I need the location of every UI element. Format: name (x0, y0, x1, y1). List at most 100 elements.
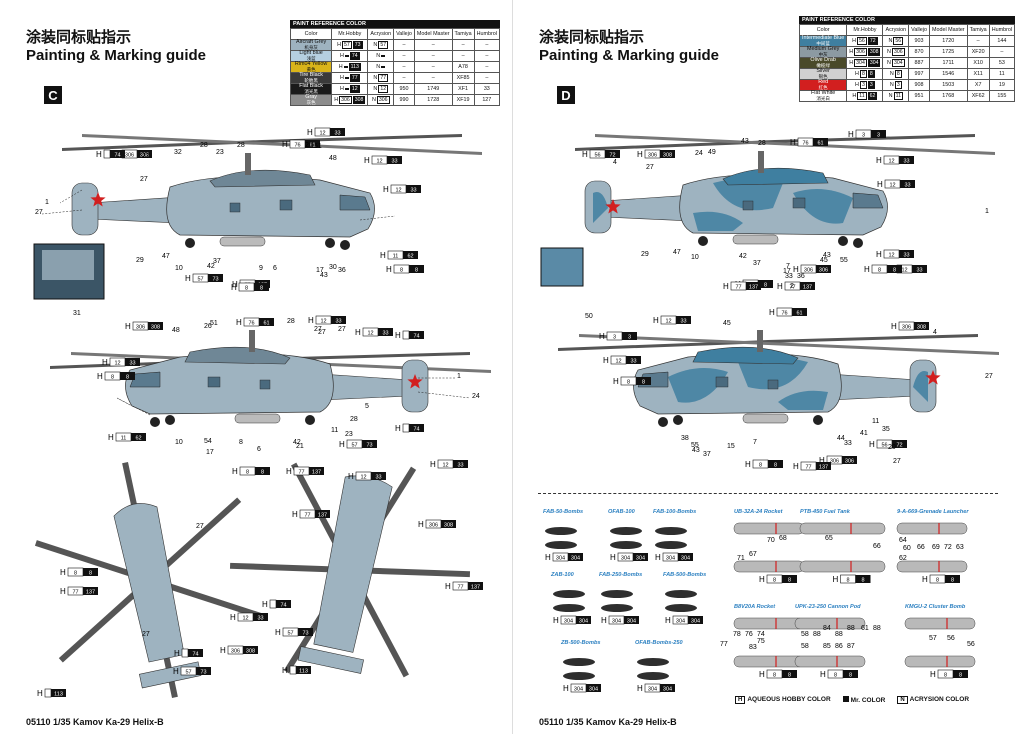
callout-code: 33 (904, 183, 910, 189)
callout-prefix: H (876, 250, 882, 259)
callout-prefix: H (833, 575, 839, 584)
callout-prefix: H (769, 308, 775, 317)
part-number: 47 (162, 253, 170, 260)
callout-code: 308 (663, 153, 672, 159)
callout-prefix: H (653, 316, 659, 325)
callout-code: 33 (129, 361, 135, 367)
window (279, 199, 293, 211)
pod-icon (896, 522, 968, 535)
part-number: 27 (196, 523, 204, 530)
callout-box-dark (912, 265, 927, 273)
callout-box-dark (871, 130, 886, 138)
callout-prefix: H (230, 613, 236, 622)
part-number: 51 (314, 143, 322, 150)
rotor-blade (58, 577, 153, 663)
part-number: 7 (786, 263, 790, 270)
callout-code: 8 (774, 463, 777, 469)
callout-prefix: H (125, 322, 131, 331)
part-number: 26 (204, 323, 212, 330)
weapon-label: OFAB-100 (608, 509, 635, 515)
color-name-cn: 轮胎黑 (304, 77, 318, 83)
callout-code: 8 (400, 268, 403, 274)
bomb-icon (610, 541, 642, 549)
rotor-mast (249, 330, 255, 352)
callout-code: 304 (681, 556, 690, 562)
bomb-icon (637, 672, 669, 680)
callout-prefix: H (723, 282, 729, 291)
callout-code: 77 (805, 465, 811, 471)
callout-prefix: H (637, 150, 643, 159)
rotor-mast (758, 151, 764, 173)
part-number: 17 (316, 267, 324, 274)
bomb-icon (637, 658, 669, 666)
callout-code: 77 (735, 285, 741, 291)
callout-prefix: H (348, 472, 354, 481)
part-number: 5 (365, 403, 369, 410)
weapon-label: FAB-50-Bombs (543, 509, 584, 515)
callout-prefix: H (364, 156, 370, 165)
helicopter-side-view (71, 153, 375, 250)
wheel (853, 238, 863, 248)
callout-box-dark (371, 472, 386, 480)
callout-prefix: H (891, 322, 897, 331)
square-icon (842, 696, 849, 702)
bomb-icon (655, 541, 687, 549)
callout-code: 8 (261, 470, 264, 476)
wheel (165, 415, 175, 425)
callout-code: 33 (680, 319, 686, 325)
part-number: 10 (691, 254, 699, 261)
modelmaster-code: 1728 (413, 93, 453, 106)
part-number: 21 (296, 443, 304, 450)
part-number: 26 (305, 142, 313, 149)
part-number: 43 (692, 447, 700, 454)
color-name-cn: 消光黑 (304, 88, 318, 94)
part-number: 66 (873, 543, 881, 550)
callout-box-dark (137, 150, 152, 158)
window (259, 379, 271, 390)
part-number: 9 (259, 265, 263, 272)
callout-box-dark (83, 568, 98, 576)
pod-icon (799, 522, 886, 535)
callout-code: 304 (556, 556, 565, 562)
callout-code: 76 (248, 321, 254, 327)
leader-line (41, 209, 83, 215)
callout-prefix: H (174, 649, 180, 658)
callout-box-dark (586, 684, 601, 692)
callout-prefix: H (922, 575, 928, 584)
callout-box-dark (900, 180, 915, 188)
part-number: 50 (585, 313, 593, 320)
tailplane (297, 646, 364, 674)
callout-box-dark (899, 250, 914, 258)
callout-code: 74 (413, 334, 419, 340)
callout-prefix: H (759, 575, 765, 584)
callout-code: 73 (302, 631, 308, 637)
part-number: 43 (320, 272, 328, 279)
callout-code: 8 (759, 463, 762, 469)
callout-code: 137 (819, 465, 828, 471)
color-name-cn: 消光白 (816, 95, 830, 101)
weapon-label: OFAB-Bombs-250 (635, 640, 683, 646)
part-number: 17 (206, 449, 214, 456)
callout-code: 306 (804, 268, 813, 274)
leader-line (59, 189, 83, 204)
callout-code: 56 (881, 443, 887, 449)
callout-code: 304 (589, 687, 598, 693)
callout-code: 8 (773, 578, 776, 584)
callout-prefix: H (820, 670, 826, 679)
callout-code: 77 (298, 470, 304, 476)
